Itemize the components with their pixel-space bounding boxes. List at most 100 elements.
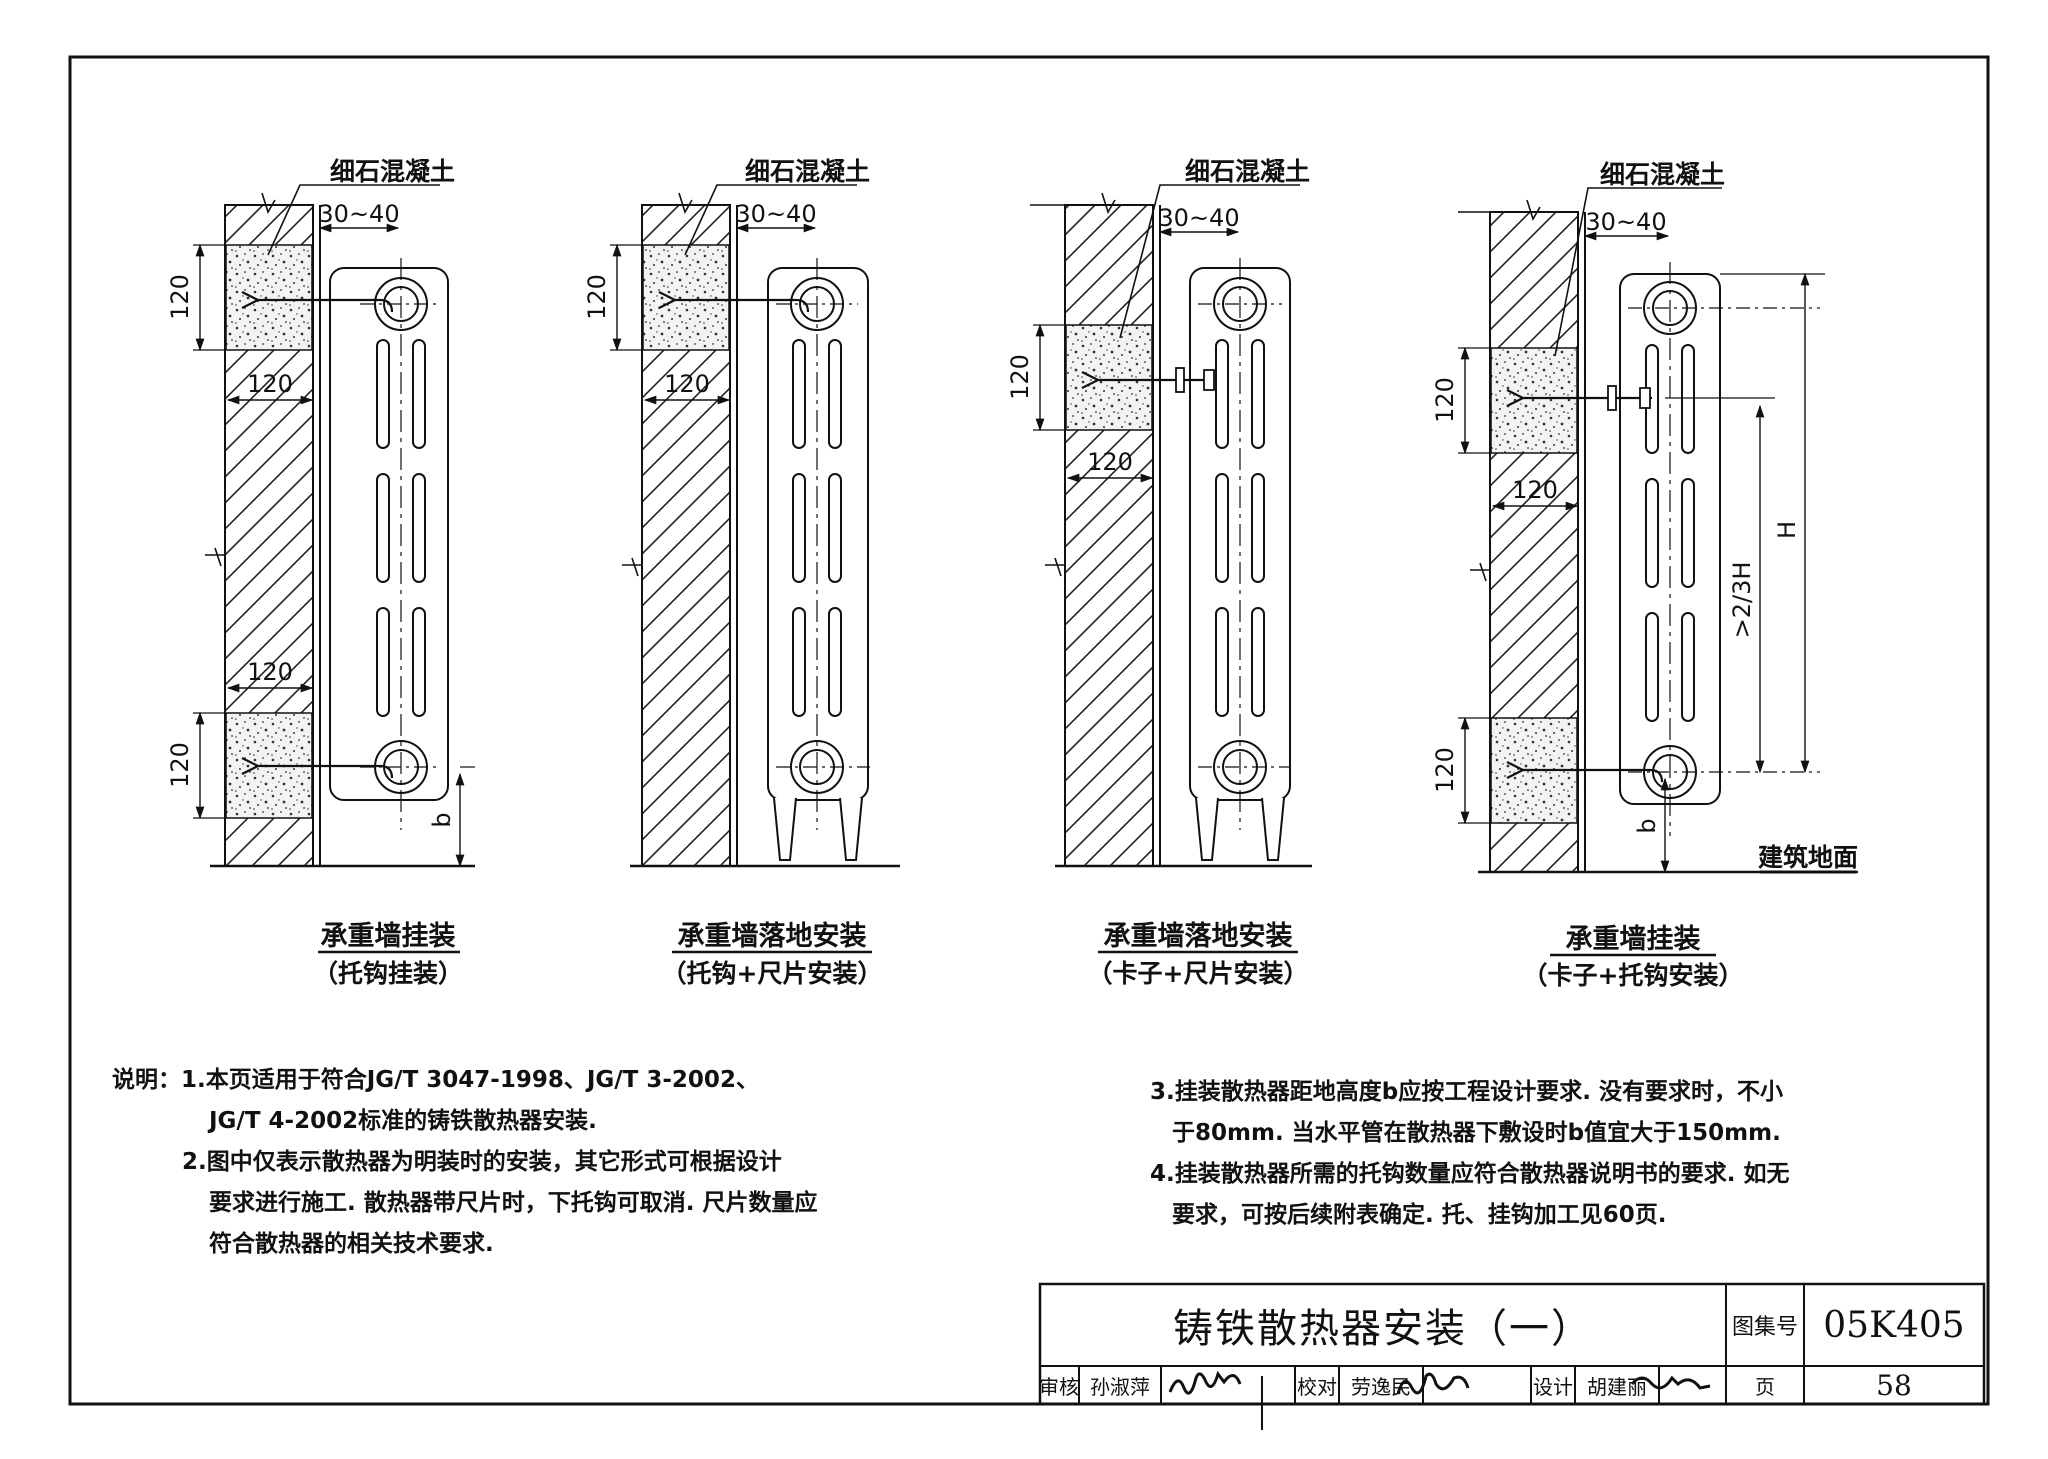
radiator-foot <box>773 797 797 861</box>
break-mark <box>642 192 693 214</box>
leader-line <box>1119 184 1300 339</box>
break-mark <box>1470 562 1490 582</box>
clip-plate <box>1203 369 1215 391</box>
concrete-label: 细石混凝土 <box>1600 160 1725 189</box>
radiator-slot <box>792 607 806 717</box>
checker-name: 劳逸民 <box>1340 1366 1424 1404</box>
dim-b-label: b <box>428 812 456 827</box>
notes-left: 说明：1.本页适用于符合JG/T 3047-1998、JG/T 3-2002、 … <box>112 1060 818 1265</box>
radiator-slot <box>1215 339 1229 449</box>
floor-label: 建筑地面 <box>1758 843 1858 872</box>
notes-heading: 说明： <box>112 1067 181 1093</box>
gap-label: 30~40 <box>735 200 816 228</box>
radiator-slot <box>412 607 426 717</box>
dim-two-thirds-H-label: >2/3H <box>1728 562 1756 639</box>
break-mark <box>225 192 276 214</box>
radiator-slot <box>412 339 426 449</box>
variant-title: 承重墙挂装 <box>321 921 456 952</box>
concrete-label: 细石混凝土 <box>745 157 870 186</box>
designer-name: 胡建丽 <box>1576 1366 1660 1404</box>
reviewer-signature <box>1168 1370 1242 1395</box>
wall-section <box>1064 204 1154 867</box>
support-hook <box>658 291 810 313</box>
note-line: 4.挂装散热器所需的托钩数量应符合散热器说明书的要求. 如无 <box>1150 1161 1790 1187</box>
variant-title: 承重墙挂装 <box>1566 924 1701 955</box>
variant-subtitle: （卡子+尺片安装） <box>1088 959 1309 988</box>
radiator-slot <box>828 339 842 449</box>
dim-120-label: 120 <box>247 658 293 686</box>
note-line: 符合散热器的相关技术要求. <box>209 1231 494 1257</box>
concrete-block <box>642 244 730 351</box>
title-block-frame <box>1038 1282 1986 1406</box>
dim-120-label: 120 <box>1006 354 1034 400</box>
dim-120-label: 120 <box>247 370 293 398</box>
dim-120-label: 120 <box>1087 448 1133 476</box>
radiator-slot <box>376 473 390 583</box>
note-line: 2.图中仅表示散热器为明装时的安装，其它形式可根据设计 <box>182 1149 782 1175</box>
break-mark <box>1045 557 1065 577</box>
variant-title: 承重墙落地安装 <box>678 921 867 952</box>
radiator-slot <box>376 607 390 717</box>
radiator-body <box>767 267 869 801</box>
break-mark <box>622 557 642 577</box>
check-label: 校对 <box>1296 1366 1340 1404</box>
note-line: JG/T 4-2002标准的铸铁散热器安装. <box>209 1108 597 1134</box>
radiator-foot <box>1195 797 1219 861</box>
support-hook <box>241 291 394 313</box>
gap-label: 30~40 <box>1158 204 1239 232</box>
concrete-block <box>1490 347 1578 454</box>
radiator-foot <box>839 797 863 861</box>
dim-120-label: 120 <box>664 370 710 398</box>
designer-signature <box>1630 1375 1711 1390</box>
dim-120-label: 120 <box>1431 747 1459 793</box>
radiator-slot <box>1251 607 1265 717</box>
note-line: 要求进行施工. 散热器带尺片时，下托钩可取消. 尺片数量应 <box>209 1190 818 1216</box>
variant-3-floor-clip-legs <box>1030 184 1300 867</box>
leader-line <box>1554 187 1722 357</box>
reviewer-name: 孙淑萍 <box>1080 1366 1162 1404</box>
variant-1-wall-hung-hook <box>193 184 475 868</box>
break-mark <box>1458 199 1541 221</box>
radiator-slot <box>412 473 426 583</box>
concrete-block <box>1065 324 1153 431</box>
dim-120-label: 120 <box>166 274 194 320</box>
variant-2-floor-hook-legs <box>610 184 870 867</box>
radiator-slot <box>1215 607 1229 717</box>
concrete-label: 细石混凝土 <box>330 157 455 186</box>
dim-120-label: 120 <box>1431 377 1459 423</box>
radiator-slot <box>1645 478 1659 588</box>
dim-b-label: b <box>1633 818 1661 833</box>
notes-right: 3.挂装散热器距地高度b应按工程设计要求. 没有要求时，不小 于80mm. 当水… <box>1150 1072 1790 1236</box>
radiator-slot <box>1681 612 1695 722</box>
radiator-slot <box>1681 478 1695 588</box>
note-line: 于80mm. 当水平管在散热器下敷设时b值宜大于150mm. <box>1172 1120 1781 1146</box>
atlas-number: 05K405 <box>1823 1304 1965 1346</box>
gap-label: 30~40 <box>318 200 399 228</box>
leader-line <box>684 184 857 256</box>
radiator-foot <box>1261 797 1285 861</box>
page-label: 页 <box>1755 1374 1775 1399</box>
variant-subtitle: （卡子+托钩安装） <box>1523 961 1744 990</box>
leader-line <box>267 184 440 256</box>
checker-signature <box>1396 1372 1470 1395</box>
break-mark <box>205 547 225 567</box>
radiator-slot <box>792 339 806 449</box>
page-number: 58 <box>1876 1368 1912 1402</box>
review-label: 审核 <box>1039 1366 1080 1404</box>
note-line: 要求，可按后续附表确定. 托、挂钩加工见60页. <box>1172 1202 1667 1228</box>
note-line: 1.本页适用于符合JG/T 3047-1998、JG/T 3-2002、 <box>181 1067 759 1093</box>
radiator-slot <box>828 607 842 717</box>
clip-plate <box>1639 387 1651 409</box>
design-label: 设计 <box>1532 1366 1576 1404</box>
variant-subtitle: （托钩+尺片安装） <box>662 959 883 988</box>
dim-120-label: 120 <box>1512 476 1558 504</box>
dim-120-label: 120 <box>166 742 194 788</box>
drawing-border <box>68 55 1990 1406</box>
radiator-slot <box>1251 473 1265 583</box>
drawing-title: 铸铁散热器安装（一） <box>1173 1306 1593 1352</box>
reviewer-signature-cell <box>1162 1366 1296 1404</box>
concrete-block <box>225 244 313 351</box>
support-hook <box>241 757 394 779</box>
radiator-slot <box>792 473 806 583</box>
